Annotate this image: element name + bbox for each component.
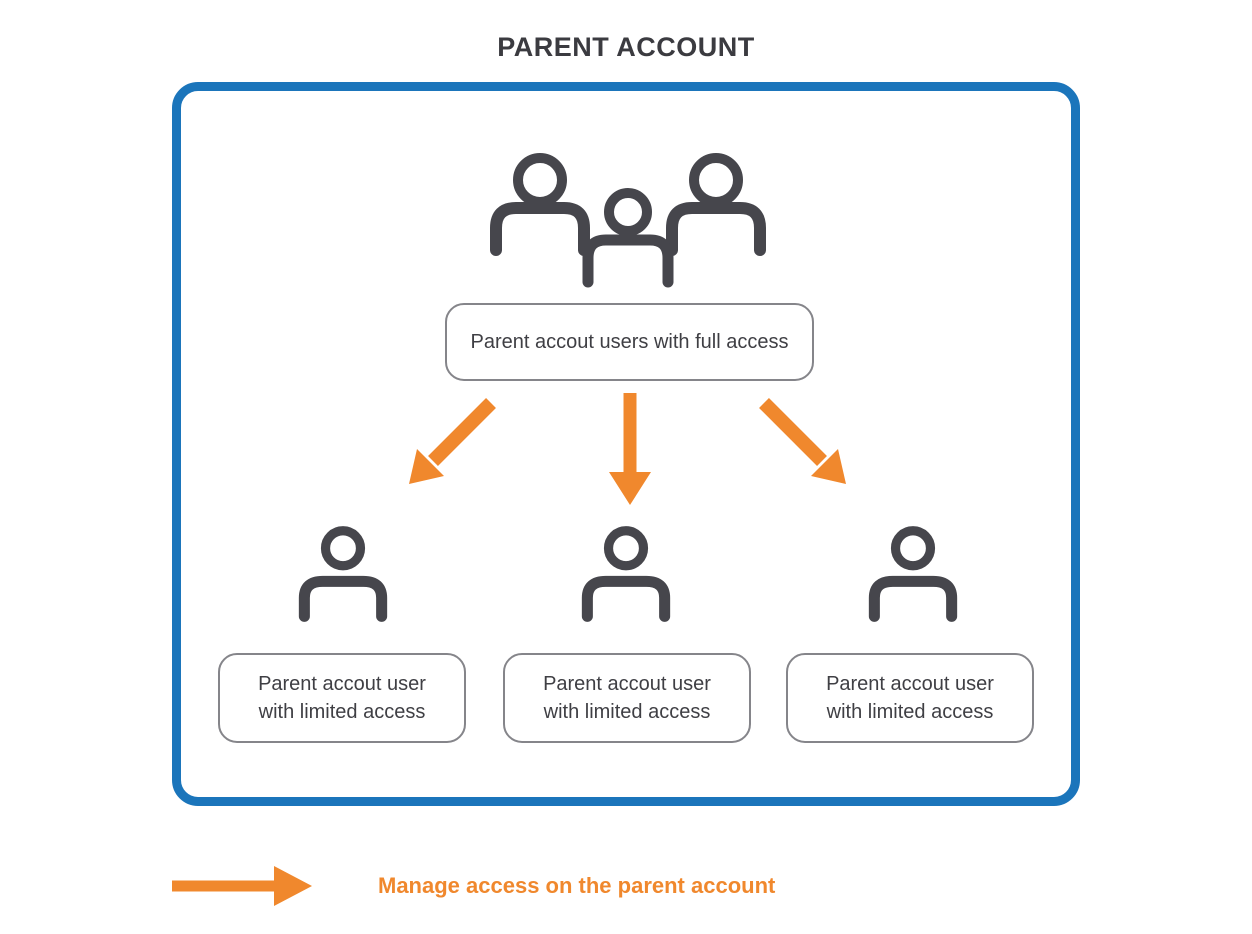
full-access-label-box: Parent accout users with full access: [445, 303, 814, 381]
group-users-icon: [490, 153, 766, 288]
limited-access-label: Parent accout user with limited access: [543, 673, 711, 723]
limited-access-label: Parent accout user with limited access: [258, 673, 426, 723]
limited-access-label-box: Parent accout user with limited access: [218, 653, 466, 743]
down-right-arrow-icon: [759, 398, 846, 484]
person-icon: [581, 526, 671, 622]
legend-arrow-icon: [172, 866, 312, 906]
person-icon: [868, 526, 958, 622]
limited-access-label-box: Parent accout user with limited access: [503, 653, 751, 743]
down-arrow-icon: [609, 393, 651, 505]
legend: Manage access on the parent account: [170, 864, 775, 908]
limited-access-label: Parent accout user with limited access: [826, 673, 994, 723]
legend-label: Manage access on the parent account: [378, 873, 776, 898]
page-title: PARENT ACCOUNT: [497, 32, 755, 62]
person-icon: [298, 526, 388, 622]
down-left-arrow-icon: [409, 398, 496, 484]
full-access-label: Parent accout users with full access: [470, 331, 789, 353]
limited-access-label-box: Parent accout user with limited access: [786, 653, 1034, 743]
